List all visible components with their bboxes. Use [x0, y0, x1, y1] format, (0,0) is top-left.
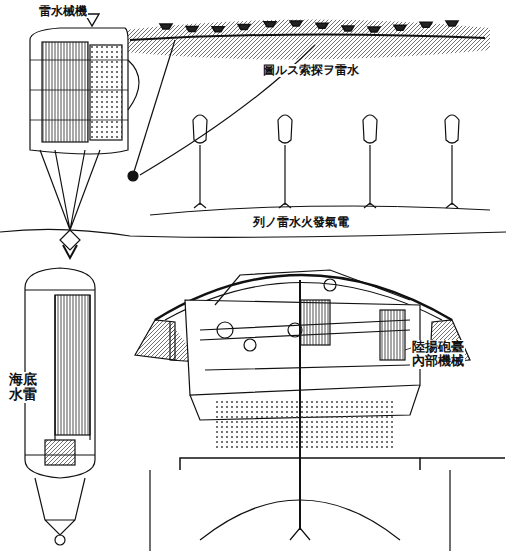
boat: [446, 21, 458, 26]
caption-label: 海底水雷: [8, 372, 38, 403]
caption-label: 雷水械機: [38, 5, 88, 18]
boat: [264, 22, 276, 27]
caption-label: 陸揚砲臺內部機械: [411, 340, 465, 369]
caption-label: 列ノ雷水火發氣電: [252, 216, 350, 229]
boat: [160, 24, 172, 29]
moored-mine: [363, 115, 377, 208]
boat: [342, 26, 354, 31]
boat: [316, 23, 328, 28]
boat: [290, 21, 302, 26]
boat: [420, 22, 432, 27]
moored-mine: [278, 115, 292, 208]
boat: [368, 27, 380, 32]
moored-mine: [445, 115, 459, 208]
moored-mine: [193, 115, 207, 208]
boat: [212, 27, 224, 32]
boat: [394, 25, 406, 30]
boat: [186, 27, 198, 32]
boat: [238, 24, 250, 29]
caption-label: 圖ルス索探ヲ雷水: [262, 64, 360, 77]
